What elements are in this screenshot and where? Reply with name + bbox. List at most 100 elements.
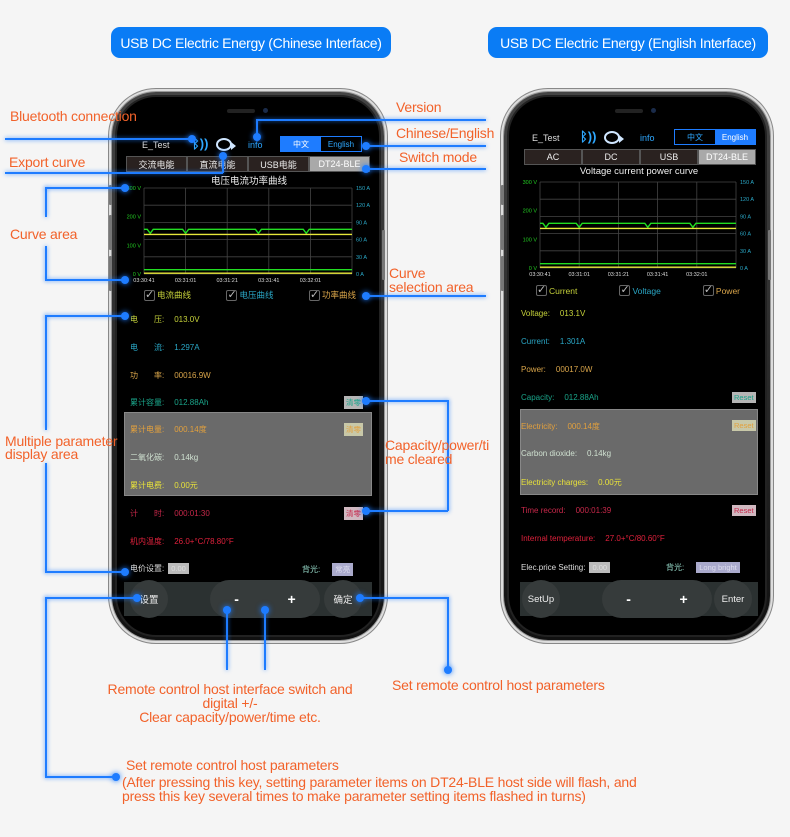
mode-dt24-tab[interactable]: DT24-BLE [698, 149, 756, 165]
callout-set-params-2: Set remote control host parameters [126, 757, 339, 773]
param-backlight: 背光:常亮 [302, 563, 354, 576]
mode-dc-tab[interactable]: DC [582, 149, 640, 165]
callout-bluetooth: Bluetooth connection [10, 108, 137, 124]
export-curve-icon[interactable] [216, 138, 236, 151]
info-button[interactable]: info [640, 133, 655, 143]
param-voltage: 电 压:013.0V [130, 315, 200, 324]
y-left-tick: 200 V [127, 215, 142, 221]
x-tick: 03:30:41 [529, 272, 550, 278]
callout-curve-selection-2: selection area [389, 279, 474, 295]
mode-usb-tab[interactable]: USB电能 [248, 156, 309, 172]
power-curve-checkbox[interactable]: 功率曲线 [308, 288, 356, 301]
phone-chinese [112, 92, 384, 640]
callout-remote-switch-2: digital +/- [202, 695, 258, 711]
screen-english: E_Test ᛒ)) info 中文 English AC DC USB DT2… [514, 126, 764, 618]
x-tick: 03:31:01 [175, 278, 196, 284]
y-left-tick: 100 V [523, 237, 538, 243]
y-right-tick: 0 A [356, 272, 364, 278]
x-tick: 03:30:41 [133, 278, 154, 284]
y-right-tick: 150 A [356, 186, 370, 192]
mode-ac-tab[interactable]: AC [524, 149, 582, 165]
y-left-tick: 200 V [523, 209, 538, 215]
reset-capacity-button[interactable]: 清零 [344, 396, 363, 409]
y-right-tick: 90 A [356, 220, 367, 226]
minus-button[interactable]: - [626, 591, 631, 607]
mode-dc-tab[interactable]: 直流电能 [187, 156, 248, 172]
mode-ac-tab[interactable]: 交流电能 [126, 156, 187, 172]
power-curve-checkbox[interactable]: Power [702, 283, 740, 296]
y-left-tick: 0 V [133, 272, 142, 278]
param-cost: Electricity charges:0.00元 [521, 478, 622, 487]
param-co2: Carbon dioxide:0.14kg [521, 449, 612, 458]
header-english-interface: USB DC Electric Energy (English Interfac… [488, 27, 768, 58]
x-tick: 03:32:01 [686, 272, 707, 278]
plus-button[interactable]: + [287, 591, 296, 607]
backlight-setting-field[interactable]: Long bright [696, 562, 740, 573]
minus-button[interactable]: - [234, 591, 239, 607]
chart-title: Voltage current power curve [579, 166, 699, 177]
voltage-curve-checkbox[interactable]: 电压曲线 [226, 288, 274, 301]
x-tick: 03:31:21 [216, 278, 237, 284]
x-tick: 03:31:21 [608, 272, 629, 278]
bluetooth-icon[interactable]: ᛒ)) [580, 129, 597, 144]
energy-group [124, 412, 372, 496]
enter-button[interactable]: Enter [714, 580, 752, 618]
callout-cleared-1: Capacity/power/ti [385, 437, 489, 453]
reset-time-button[interactable]: Reset [732, 505, 756, 516]
export-curve-icon[interactable] [604, 131, 624, 144]
y-right-tick: 120 A [356, 203, 370, 209]
backlight-setting-field[interactable]: 常亮 [332, 563, 354, 576]
param-capacity: 累计容量:012.88Ah [130, 398, 209, 407]
voltage-curve-checkbox[interactable]: Voltage [619, 283, 661, 296]
y-left-tick: 0 V [529, 266, 538, 272]
reset-energy-button[interactable]: Reset [732, 420, 756, 431]
reset-capacity-button[interactable]: Reset [732, 392, 756, 403]
callout-set-params-note-1: (After pressing this key, setting parame… [122, 774, 637, 790]
lang-chinese-button[interactable]: 中文 [687, 132, 703, 142]
lang-english-button[interactable]: English [715, 130, 755, 144]
mode-dt24-tab[interactable]: DT24-BLE [309, 156, 370, 172]
current-curve-checkbox[interactable]: 电流曲线 [144, 288, 191, 301]
y-right-tick: 150 A [740, 180, 754, 186]
chart-title: 电压电流功率曲线 [210, 176, 287, 187]
param-time: 计 时:000:01:30 [130, 509, 210, 518]
enter-button[interactable]: 确定 [324, 580, 362, 618]
y-right-tick: 30 A [740, 249, 751, 255]
energy-group [520, 409, 758, 495]
x-tick: 03:31:01 [568, 272, 589, 278]
x-tick: 03:31:41 [258, 278, 279, 284]
callout-chinese-english: Chinese/English [396, 125, 495, 141]
setup-button[interactable]: SetUp [522, 580, 560, 618]
device-name: E_Test [532, 133, 560, 143]
plus-button[interactable]: + [679, 591, 688, 607]
reset-time-button[interactable]: 清零 [344, 507, 363, 520]
current-curve-checkbox[interactable]: Current [536, 283, 577, 296]
callout-multi-param-2: display area [5, 446, 79, 462]
callout-set-params-note-2: press this key several times to make par… [122, 788, 586, 804]
bluetooth-icon[interactable]: ᛒ)) [192, 136, 209, 151]
param-time: Time record:000:01:39 [521, 506, 612, 515]
param-power: Power:00017.0W [521, 365, 593, 374]
param-energy: Electricity:000.14度 [521, 422, 600, 431]
callout-export: Export curve [9, 154, 86, 170]
info-button[interactable]: info [248, 140, 263, 150]
y-right-tick: 30 A [356, 255, 367, 261]
price-setting-field[interactable]: 0.00 [168, 563, 189, 574]
y-right-tick: 60 A [356, 238, 367, 244]
param-co2: 二氧化碳:0.14kg [130, 453, 199, 462]
callout-multi-param-1: Multiple parameter [5, 433, 118, 449]
y-right-tick: 0 A [740, 266, 748, 272]
price-setting-field[interactable]: 0.00 [589, 562, 611, 573]
param-cost: 累计电费:0.00元 [130, 481, 198, 490]
param-voltage: Voltage:013.1V [521, 309, 586, 318]
series-voltage-green-upper [540, 222, 736, 229]
screen-chinese: E_Test ᛒ)) info 中文 English 交流电能 直流电能 USB… [118, 130, 380, 618]
lang-chinese-button[interactable]: 中文 [281, 137, 321, 151]
param-current: 电 流:1.297A [130, 343, 200, 352]
reset-energy-button[interactable]: 清零 [344, 423, 363, 436]
callout-remote-switch-3: Clear capacity/power/time etc. [139, 709, 321, 725]
mode-usb-tab[interactable]: USB [640, 149, 698, 165]
y-left-tick: 300 V [523, 180, 538, 186]
lang-english-button[interactable]: English [327, 139, 355, 149]
